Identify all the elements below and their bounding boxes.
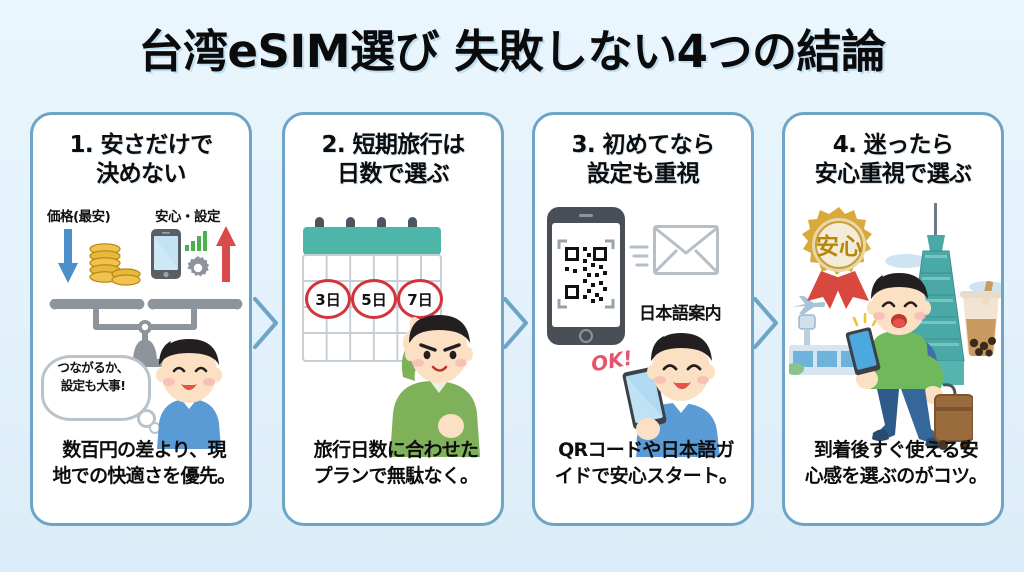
- speech-bubble-text: つながるか、 設定も大事!: [41, 359, 145, 395]
- reliability-label: 安心・設定: [155, 209, 221, 225]
- boy-avatar: [141, 331, 237, 453]
- price-label: 価格(最安): [47, 209, 111, 225]
- card-2-title-line1: 2. 短期旅行は: [321, 132, 466, 158]
- card-3-title: 3. 初めてなら 設定も重視: [535, 131, 751, 189]
- chevron-right-icon-2: [502, 296, 530, 350]
- coins-icon: [85, 241, 143, 295]
- speech-bubble: [41, 355, 151, 421]
- airplane-icon: [791, 295, 826, 319]
- envelope-icon: [653, 225, 719, 279]
- card-1-caption-line1: 数百円の差より、現: [62, 439, 226, 461]
- card-3-title-line1: 3. 初めてなら: [571, 132, 716, 158]
- card-2-caption-line1: 旅行日数に合わせた: [313, 439, 479, 461]
- card-4-title-line1: 4. 迷ったら: [832, 132, 954, 158]
- gear-icon: [185, 255, 211, 285]
- speech-bubble-line1: つながるか、: [57, 360, 129, 375]
- chevron-right-icon-3: [752, 296, 780, 350]
- boy-pointing-avatar: [373, 295, 499, 461]
- card-4-caption-line2: 心感を選ぶのがコツ。: [804, 465, 988, 487]
- card-1[interactable]: 1. 安さだけで 決めない 価格(最安) 安心・設定: [30, 112, 252, 526]
- card-4-title: 4. 迷ったら 安心重視で選ぶ: [785, 131, 1001, 189]
- circled-day-2: 5日: [351, 279, 397, 319]
- badge-label: 安心: [816, 233, 862, 260]
- card-3-title-line2: 設定も重視: [586, 161, 700, 187]
- speed-lines-icon: [629, 243, 649, 273]
- smartphone-icon: [151, 229, 181, 283]
- qr-code-phone-icon: [547, 207, 625, 349]
- card-2-caption-line2: プランで無駄なく。: [313, 465, 479, 487]
- award-badge-icon: 安心: [797, 205, 881, 313]
- japanese-guide-label: 日本語案内: [639, 304, 722, 324]
- card-4-caption-line1: 到着後すぐ使える安: [813, 439, 979, 461]
- card-2[interactable]: 2. 短期旅行は 日数で選ぶ: [282, 112, 504, 526]
- card-2-title: 2. 短期旅行は 日数で選ぶ: [285, 131, 501, 189]
- chevron-right-icon-1: [252, 296, 280, 350]
- card-4-caption: 到着後すぐ使える安 心感を選ぶのがコツ。: [795, 437, 997, 489]
- card-2-caption: 旅行日数に合わせた プランで無駄なく。: [295, 437, 497, 489]
- card-3-caption: QRコードや日本語ガ イドで安心スタート。: [545, 437, 747, 489]
- card-1-caption: 数百円の差より、現 地での快適さを優先。: [43, 437, 245, 489]
- card-3[interactable]: 3. 初めてなら 設定も重視: [532, 112, 754, 526]
- page-title: 台湾eSIM選び 失敗しない4つの結論: [138, 25, 886, 78]
- bubble-tea-icon: [957, 281, 1001, 361]
- cards-row: 1. 安さだけで 決めない 価格(最安) 安心・設定: [0, 112, 1024, 530]
- traveler-with-suitcase-avatar: [843, 273, 974, 455]
- card-1-title-line1: 1. 安さだけで: [69, 132, 214, 158]
- boy-holding-phone-avatar: [615, 325, 739, 461]
- card-1-illustration: 価格(最安) 安心・設定: [33, 203, 249, 455]
- circled-days: 3日 5日 7日: [305, 279, 443, 319]
- card-2-title-line2: 日数で選ぶ: [336, 161, 450, 187]
- card-1-title: 1. 安さだけで 決めない: [33, 131, 249, 189]
- balance-scale-icon: [39, 295, 249, 371]
- card-1-title-line2: 決めない: [96, 161, 186, 187]
- card-3-caption-line2: イドで安心スタート。: [554, 465, 738, 487]
- up-arrow-icon: [215, 225, 237, 287]
- card-4-title-line2: 安心重視で選ぶ: [814, 161, 972, 187]
- card-2-illustration: 3日 5日 7日: [285, 203, 501, 457]
- speech-bubble-line2: 設定も大事!: [60, 378, 126, 393]
- card-3-caption-line1: QRコードや日本語ガ: [558, 439, 734, 461]
- cloud-icon-1: [885, 253, 927, 273]
- circled-day-1: 3日: [305, 279, 351, 319]
- down-arrow-icon: [57, 229, 79, 289]
- card-4-illustration: 安心: [785, 203, 1001, 455]
- card-1-caption-line2: 地での快適さを優先。: [52, 465, 236, 487]
- card-3-illustration: 日本語案内 OK!: [535, 203, 751, 457]
- card-4[interactable]: 4. 迷ったら 安心重視で選ぶ: [782, 112, 1004, 526]
- circled-day-3: 7日: [397, 279, 443, 319]
- signal-bars-icon: [185, 231, 209, 255]
